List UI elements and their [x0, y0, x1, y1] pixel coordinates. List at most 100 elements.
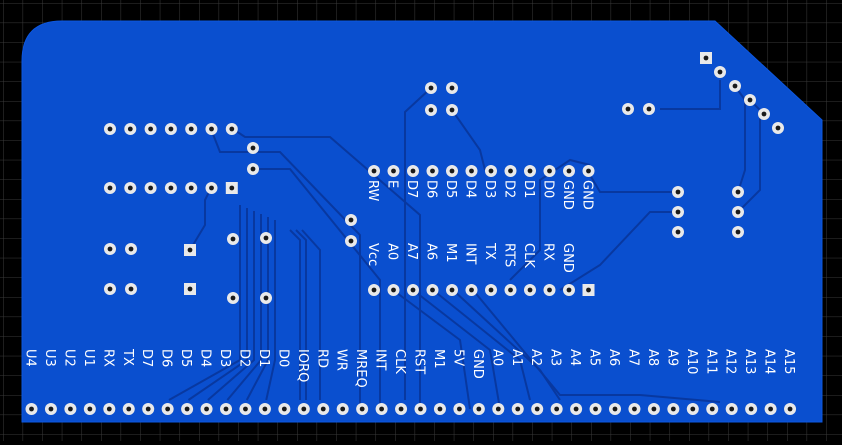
bottom-header-pin [472, 403, 485, 415]
trace [253, 168, 381, 409]
bottom-pin-label: D1 [256, 349, 271, 367]
center-bottom-pin [563, 284, 575, 296]
bottom-pin-label: D5 [178, 349, 193, 367]
bottom-header-pin [511, 403, 524, 415]
center-bottom-pin [504, 284, 517, 296]
bottom-pin-label: RD [314, 349, 329, 368]
center-top-pin-label: D7 [404, 180, 419, 198]
bottom-pin-label: D6 [159, 349, 174, 367]
bottom-pin-label: MREQ [353, 349, 368, 388]
center-bottom-pin-label: INT [463, 243, 478, 265]
bottom-pin-label: INT [373, 349, 388, 371]
bottom-header-pin [258, 403, 271, 415]
bottom-pin-label: A13 [742, 349, 757, 374]
center-bottom-pin-label: GND [560, 243, 575, 273]
bottom-pin-label: GND [470, 349, 485, 379]
bottom-header-pin [647, 403, 660, 415]
bottom-pin-label: CLK [392, 349, 407, 374]
pad [643, 103, 655, 115]
bottom-header-pin [122, 403, 135, 415]
bottom-header-pin [239, 403, 252, 415]
trace [404, 87, 432, 400]
bottom-pin-label: A1 [509, 349, 524, 366]
bottom-header-pin [200, 403, 213, 415]
pad [104, 243, 116, 255]
trace [737, 99, 761, 213]
trace [509, 158, 591, 281]
bottom-header-pin [492, 403, 505, 415]
left-lower-pin [144, 182, 157, 194]
left-upper-pin [185, 123, 198, 135]
bottom-pin-label: A4 [567, 349, 582, 366]
bottom-pin-label: D7 [139, 349, 154, 367]
bottom-header-pin [336, 403, 349, 415]
pad [758, 108, 770, 120]
bottom-pin-label: U2 [61, 349, 76, 367]
center-bottom-pin-label: RX [541, 243, 556, 261]
bottom-header-pin [356, 403, 369, 415]
bottom-pin-label: RX [100, 349, 115, 367]
bottom-header-pin [531, 403, 544, 415]
left-upper-pin [205, 123, 218, 135]
left-upper-pin [124, 123, 137, 135]
bottom-header-pin [686, 403, 699, 415]
left-lower-pin [205, 182, 218, 194]
trace [301, 229, 321, 400]
pad [744, 94, 756, 106]
bottom-header-pin [83, 403, 96, 415]
trace [472, 289, 721, 403]
trace [432, 289, 531, 401]
pad-square [184, 244, 196, 256]
bottom-header-pin [550, 403, 563, 415]
pad [672, 226, 684, 238]
bottom-pin-label: 5V [450, 349, 465, 366]
bottom-pin-label: U3 [42, 349, 57, 367]
pad [672, 206, 684, 218]
bottom-header-pin [433, 403, 446, 415]
pad [345, 214, 357, 226]
trace [289, 229, 301, 400]
center-bottom-pin [407, 284, 419, 296]
bottom-header-pin [395, 403, 408, 415]
center-top-pin [368, 165, 380, 177]
bottom-pin-label: D2 [236, 349, 251, 367]
center-top-pin-label: D1 [521, 180, 536, 198]
left-lower-pin [185, 182, 198, 194]
bottom-pin-label: IORQ [295, 349, 310, 382]
left-upper-pin [225, 123, 238, 135]
center-bottom-pin-label: RTS [502, 243, 517, 267]
pad [260, 232, 272, 244]
bottom-header-pin [745, 403, 758, 415]
bottom-header-pin [453, 403, 466, 415]
bottom-pin-label: A7 [625, 349, 640, 366]
center-bottom-pin [465, 284, 478, 296]
center-top-pin [465, 165, 478, 177]
center-top-pin [485, 165, 497, 177]
bottom-header-pin [667, 403, 680, 415]
bottom-header-pin [278, 403, 291, 415]
center-top-pin-label: D2 [502, 180, 517, 198]
center-bottom-pin-label: A0 [385, 243, 400, 260]
bottom-header-pin [161, 403, 174, 415]
center-bottom-pin [387, 284, 400, 296]
bottom-header-pin [44, 403, 57, 415]
bottom-header-pin [570, 403, 583, 415]
pad [425, 104, 437, 116]
pad [125, 283, 137, 295]
pad [732, 186, 744, 198]
bottom-pin-label: A3 [548, 349, 563, 366]
center-top-pin [582, 165, 595, 177]
pad [227, 233, 239, 245]
left-upper-pin [164, 123, 177, 135]
bottom-header-pin [142, 403, 155, 415]
bottom-header-pin [317, 403, 330, 415]
center-top-pin [446, 165, 458, 177]
bottom-pin-label: D0 [275, 349, 290, 367]
center-bottom-pin-label: Vcc [365, 243, 380, 266]
pad [125, 243, 137, 255]
bottom-pin-label: A12 [723, 349, 738, 374]
bottom-pin-label: WR [334, 349, 349, 371]
bottom-pin-label: TX [120, 348, 135, 366]
